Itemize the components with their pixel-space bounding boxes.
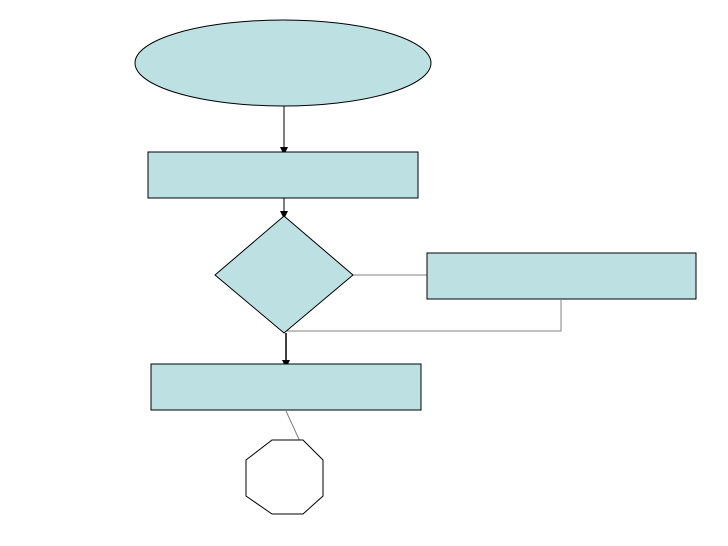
- process-rect-node-1: [147, 151, 419, 199]
- process-rect-node-2: [150, 363, 422, 411]
- start-ellipse-node: [134, 19, 432, 107]
- side-process-rect-node: [426, 252, 697, 300]
- end-octagon-node: [245, 439, 324, 515]
- decision-diamond-node: [214, 215, 354, 334]
- edge-side-process-to-decision: [284, 300, 562, 332]
